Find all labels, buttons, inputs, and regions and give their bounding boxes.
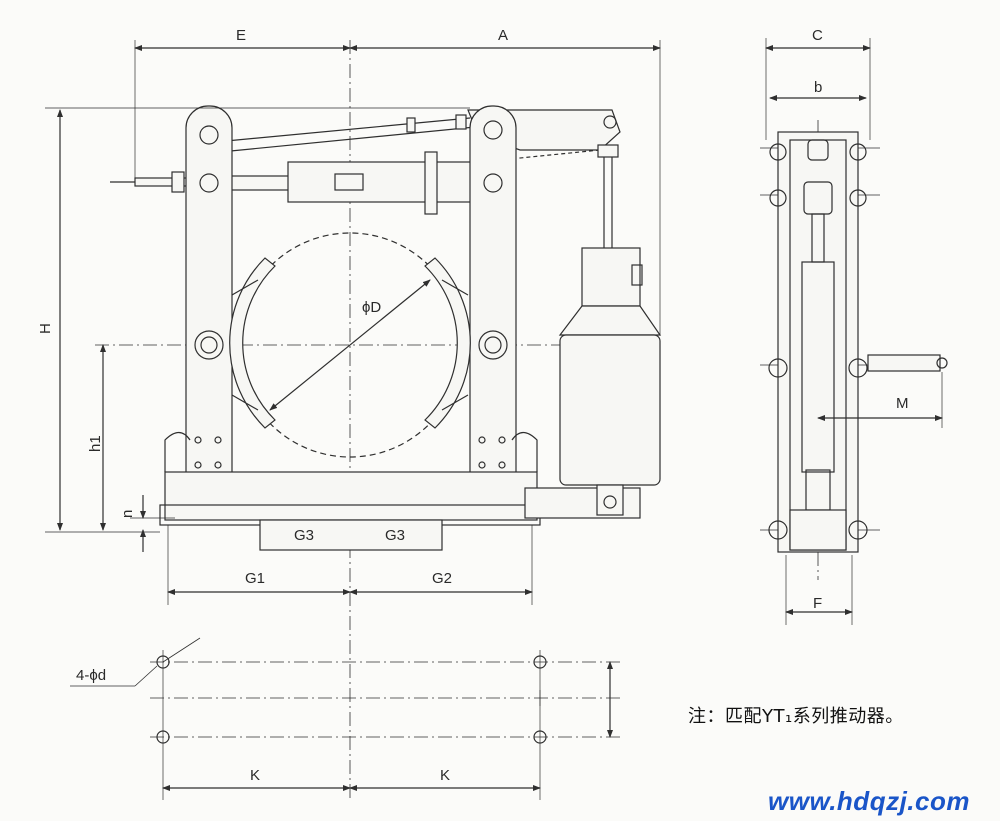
dim-label-g1: G1 (245, 570, 265, 587)
dim-label-h1: h1 (87, 435, 104, 452)
right-brake-arm (469, 105, 517, 517)
dimension-lines (45, 40, 661, 605)
base-frame (159, 431, 641, 551)
dim-label-hole-diameter: 4-ϕd (76, 667, 106, 684)
foot-hole-plan (70, 637, 620, 800)
dim-label-diameter: ϕD (362, 299, 381, 316)
right-brake-shoe (424, 257, 471, 429)
dim-label-f: F (813, 595, 822, 612)
dim-label-m: M (896, 395, 909, 412)
hydraulic-thruster (558, 144, 662, 516)
dim-label-c: C (812, 27, 823, 44)
diameter-line (269, 279, 431, 411)
dim-label-a: A (498, 27, 508, 44)
left-brake-arm (185, 105, 233, 517)
dim-label-k-right: K (440, 767, 450, 784)
dim-label-b: b (814, 79, 822, 96)
dim-label-k-left: K (250, 767, 260, 784)
note-text: 注：匹配YT₁系列推动器。 (688, 706, 904, 727)
dim-label-h: H (37, 323, 54, 334)
dim-label-e: E (236, 27, 246, 44)
dim-label-g3-left: G3 (294, 527, 314, 544)
dim-label-g2: G2 (432, 570, 452, 587)
dim-label-g3-right: G3 (385, 527, 405, 544)
spring-rod (110, 151, 481, 215)
front-view (45, 40, 662, 800)
left-brake-shoe (229, 257, 276, 429)
side-view (760, 38, 948, 625)
top-link-arm (204, 109, 621, 161)
website-link[interactable]: www.hdqzj.com (768, 786, 970, 816)
dim-label-n: n (119, 510, 136, 518)
